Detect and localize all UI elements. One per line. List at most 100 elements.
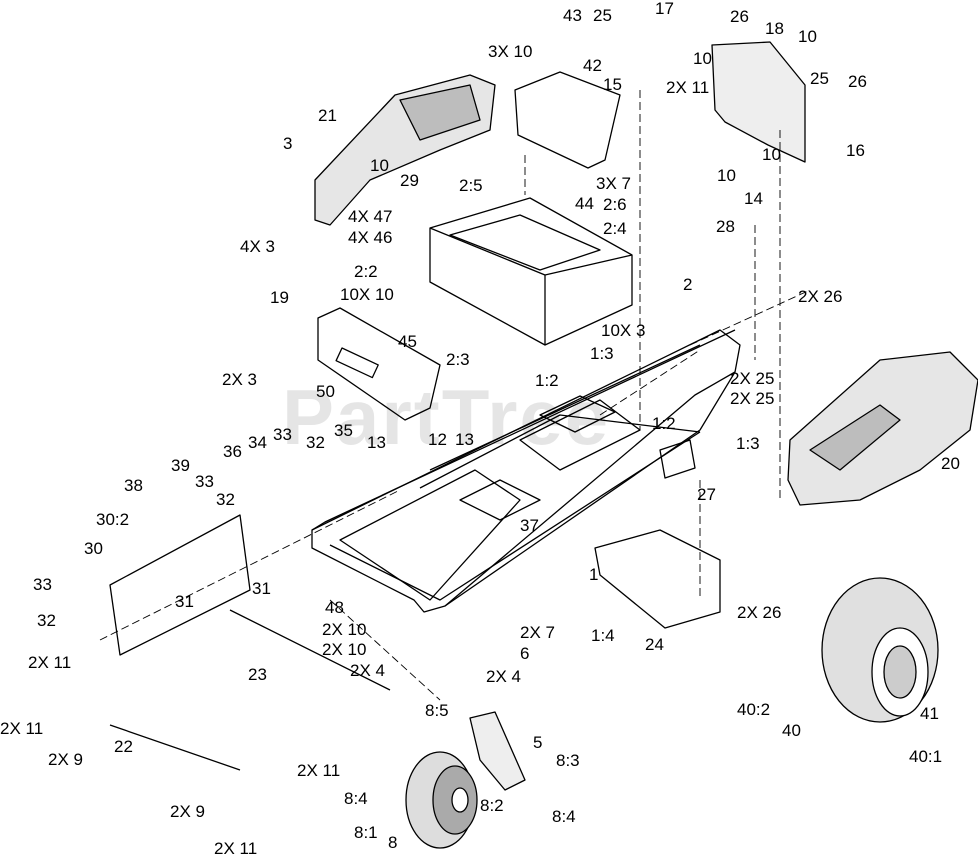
callout-8-1: 8:1 <box>354 823 378 842</box>
callout-2x4: 2X 4 <box>486 667 521 686</box>
callout-32: 32 <box>216 490 235 509</box>
watermark: PartTree <box>282 373 611 461</box>
callout-26: 26 <box>848 72 867 91</box>
callout-13: 13 <box>367 433 386 452</box>
drive-tire <box>821 577 939 723</box>
callout-4x47: 4X 47 <box>348 207 393 226</box>
callout-1-2: 1:2 <box>652 414 676 433</box>
callout-31: 31 <box>175 592 194 611</box>
callout-2x25: 2X 25 <box>730 389 775 408</box>
callout-10x10: 10X 10 <box>340 285 394 304</box>
callout-1-3: 1:3 <box>736 434 760 453</box>
callout-33: 33 <box>195 472 214 491</box>
callout-40: 40 <box>782 721 801 740</box>
callout-2x7: 2X 7 <box>520 623 555 642</box>
callout-16: 16 <box>846 141 865 160</box>
callout-43: 43 <box>563 6 582 25</box>
callout-24: 24 <box>645 635 664 654</box>
fuel-tank-left <box>314 74 496 226</box>
callout-32: 32 <box>306 433 325 452</box>
callout-18: 18 <box>765 19 784 38</box>
callout-10: 10 <box>762 145 781 164</box>
callout-38: 38 <box>124 476 143 495</box>
callout-29: 29 <box>400 171 419 190</box>
callout-48: 48 <box>325 598 344 617</box>
callout-44: 44 <box>575 194 594 213</box>
callout-2-4: 2:4 <box>603 219 627 238</box>
rear-panel <box>514 71 621 169</box>
callout-20: 20 <box>941 454 960 473</box>
callout-23: 23 <box>248 665 267 684</box>
rear-cover <box>711 41 806 163</box>
fuel-tank-right <box>787 351 978 506</box>
callout-2-2: 2:2 <box>354 262 378 281</box>
callout-8-5: 8:5 <box>425 701 449 720</box>
callout-30-2: 30:2 <box>96 510 130 529</box>
callout-3x10: 3X 10 <box>488 42 533 61</box>
callout-37: 37 <box>520 516 539 535</box>
callout-8-3: 8:3 <box>556 751 580 770</box>
callout-3x7: 3X 7 <box>596 174 631 193</box>
callout-2x11: 2X 11 <box>0 719 44 738</box>
callout-19: 19 <box>270 288 289 307</box>
callout-2x10: 2X 10 <box>322 620 367 639</box>
callout-10x3: 10X 3 <box>601 321 646 340</box>
callout-42: 42 <box>583 56 602 75</box>
callout-1-2: 1:2 <box>535 371 559 390</box>
callout-2-3: 2:3 <box>446 350 470 369</box>
callout-25: 25 <box>810 69 829 88</box>
caster-fork <box>469 711 526 791</box>
callout-28: 28 <box>716 217 735 236</box>
callout-13: 13 <box>455 430 474 449</box>
callout-10: 10 <box>798 27 817 46</box>
callout-2x9: 2X 9 <box>48 750 83 769</box>
callout-33: 33 <box>33 575 52 594</box>
callout-2: 2 <box>683 275 693 294</box>
callout-15: 15 <box>603 75 622 94</box>
callout-2x11: 2X 11 <box>28 653 72 672</box>
callout-4x46: 4X 46 <box>348 228 393 247</box>
callout-45: 45 <box>398 332 417 351</box>
callout-2x26: 2X 26 <box>798 287 843 306</box>
skid-shield <box>594 529 721 629</box>
callout-2x11: 2X 11 <box>297 761 341 780</box>
callout-2x10: 2X 10 <box>322 640 367 659</box>
seat-pan <box>317 307 441 421</box>
callout-50: 50 <box>316 382 335 401</box>
callout-25: 25 <box>593 6 612 25</box>
callout-41: 41 <box>920 704 939 723</box>
callout-35: 35 <box>334 421 353 440</box>
callout-34: 34 <box>248 433 267 452</box>
callout-1: 1 <box>589 565 599 584</box>
callout-40-1: 40:1 <box>909 747 943 766</box>
callout-2x3: 2X 3 <box>222 370 257 389</box>
callout-12: 12 <box>428 430 447 449</box>
callout-4x3: 4X 3 <box>240 237 275 256</box>
callout-2x26: 2X 26 <box>737 603 782 622</box>
callout-39: 39 <box>171 456 190 475</box>
callout-8-4: 8:4 <box>344 789 368 808</box>
callout-2x25: 2X 25 <box>730 369 775 388</box>
callout-6: 6 <box>520 644 530 663</box>
callout-31: 31 <box>252 579 271 598</box>
assembly-lines <box>99 90 811 701</box>
callout-14: 14 <box>744 189 763 208</box>
callout-17: 17 <box>655 0 674 18</box>
callout-1-3: 1:3 <box>590 344 614 363</box>
callout-10: 10 <box>370 156 389 175</box>
callout-8: 8 <box>388 833 398 852</box>
callout-8-2: 8:2 <box>480 796 504 815</box>
callout-21: 21 <box>318 106 337 125</box>
callout-30: 30 <box>84 539 103 558</box>
callout-26: 26 <box>730 7 749 26</box>
callout-40-2: 40:2 <box>737 700 771 719</box>
callout-10: 10 <box>693 49 712 68</box>
callout-22: 22 <box>114 737 133 756</box>
callout-3: 3 <box>283 134 293 153</box>
callout-10: 10 <box>717 166 736 185</box>
callout-2x9: 2X 9 <box>170 802 205 821</box>
seat-box <box>429 197 633 346</box>
callout-2-6: 2:6 <box>603 195 627 214</box>
